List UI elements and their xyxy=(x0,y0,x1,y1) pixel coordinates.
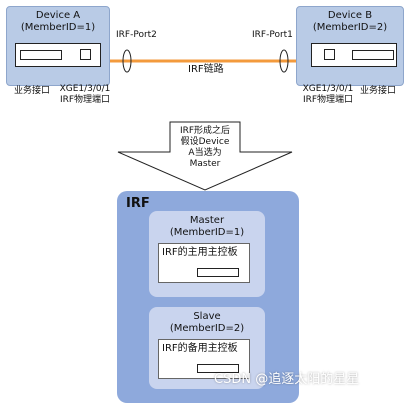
device-a-title: Device A xyxy=(35,10,81,21)
slave-board-slot xyxy=(197,364,239,373)
master-board-label: IRF的主用主控板 xyxy=(162,247,238,258)
arrow-text: IRF形成之后 假设Device A当选为 Master xyxy=(168,126,242,170)
irf-link-label: IRF链路 xyxy=(188,64,224,75)
device-a-service-slot xyxy=(20,50,62,60)
irf-title: IRF xyxy=(126,196,150,211)
device-a-panel xyxy=(15,43,101,67)
device-b-logical-port: IRF-Port1 xyxy=(252,30,293,40)
arrow-text-line-2: 假设Device xyxy=(180,137,230,147)
device-a-irf-port-label: IRF物理端口 xyxy=(59,95,111,105)
arrow-text-line-4: Master xyxy=(189,159,221,169)
slave-board-label: IRF的备用主控板 xyxy=(162,343,238,354)
master-role: Master xyxy=(189,215,225,226)
slave-member-id: (MemberID=2) xyxy=(169,323,245,334)
device-b-title: Device B xyxy=(327,10,373,21)
master-board-slot xyxy=(197,268,239,277)
device-b-irf-port-name: XGE1/3/0/1 xyxy=(302,84,354,94)
device-b-box: Device B (MemberID=2) xyxy=(296,6,404,86)
slave-member-box: Slave (MemberID=2) IRF的备用主控板 xyxy=(149,307,265,389)
arrow-text-line-1: IRF形成之后 xyxy=(179,126,231,136)
device-b-service-port-label: 业务接口 xyxy=(360,86,397,96)
device-b-panel xyxy=(311,43,397,67)
arrow-text-line-3: A当选为 xyxy=(188,148,222,158)
device-a-member: (MemberID=1) xyxy=(20,22,96,33)
device-a-box: Device A (MemberID=1) xyxy=(6,6,110,86)
irf-port2-ellipse xyxy=(122,49,132,73)
device-a-irf-port-name: XGE1/3/0/1 xyxy=(59,84,111,94)
master-board: IRF的主用主控板 xyxy=(158,243,250,283)
device-a-irf-port-slot xyxy=(80,49,91,60)
irf-group-box: IRF Master (MemberID=1) IRF的主用主控板 Slave … xyxy=(117,191,299,403)
device-a-service-port-label: 业务接口 xyxy=(14,86,51,96)
watermark: CSDN @追逐太阳的星星 xyxy=(214,372,360,387)
device-b-member: (MemberID=2) xyxy=(312,22,388,33)
master-member-id: (MemberID=1) xyxy=(169,227,245,238)
device-a-logical-port: IRF-Port2 xyxy=(116,30,157,40)
device-b-service-slot xyxy=(352,50,394,60)
slave-role: Slave xyxy=(193,311,221,322)
device-b-irf-port-label: IRF物理端口 xyxy=(302,95,354,105)
device-b-irf-port-slot xyxy=(324,49,335,60)
irf-port1-ellipse xyxy=(279,49,289,73)
master-member-box: Master (MemberID=1) IRF的主用主控板 xyxy=(149,211,265,297)
slave-board: IRF的备用主控板 xyxy=(158,339,250,379)
big-down-arrow xyxy=(117,121,293,191)
